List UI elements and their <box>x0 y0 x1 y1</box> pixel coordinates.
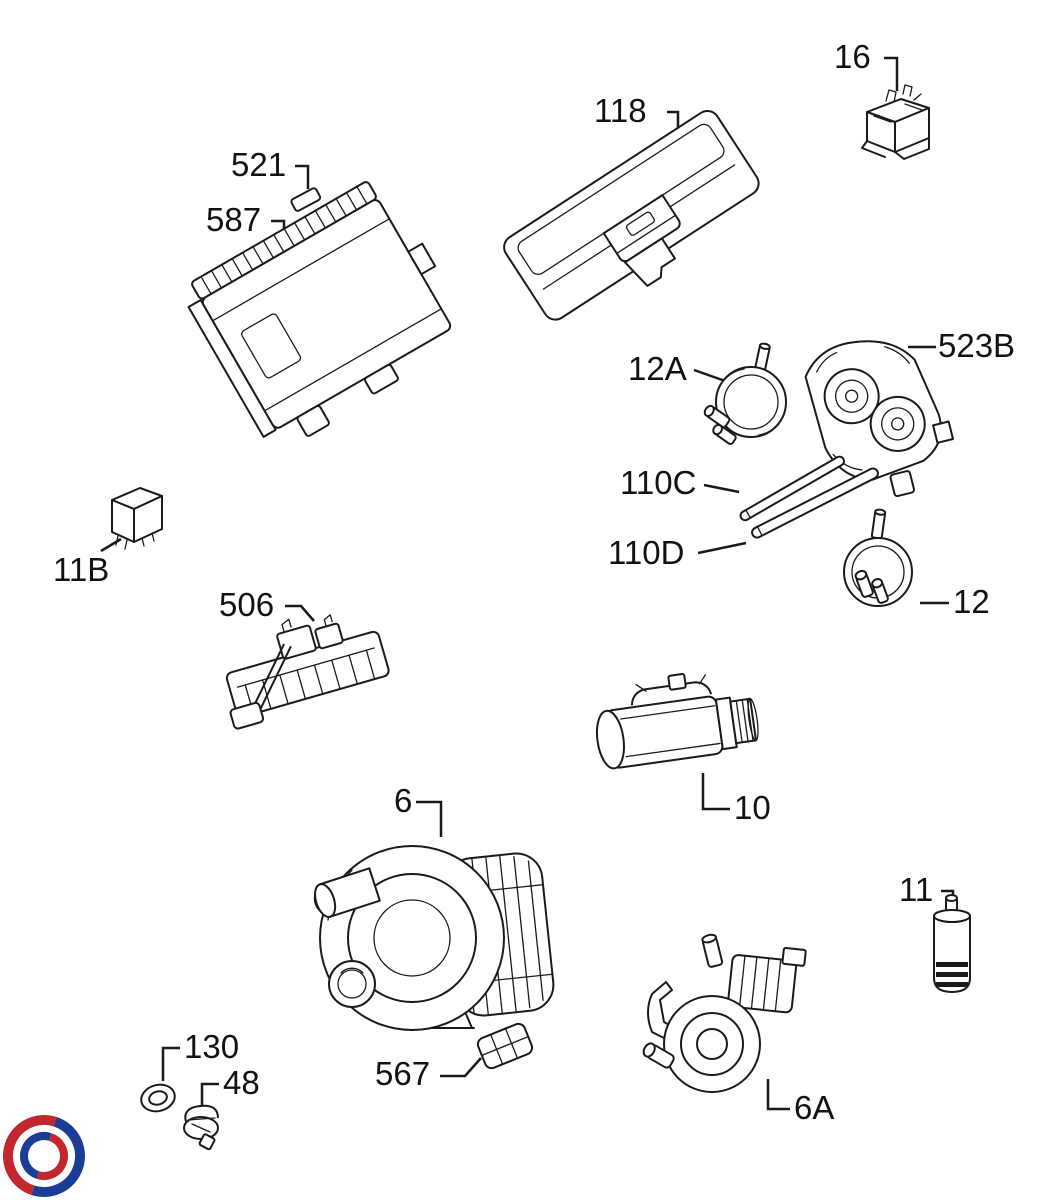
callout-line-6a <box>766 1079 790 1111</box>
part-506-drawing <box>225 614 390 730</box>
part-587-drawing <box>187 181 452 438</box>
part-label-10: 10 <box>734 789 771 826</box>
part-label-6a: 6A <box>794 1089 835 1126</box>
callout-line-567 <box>440 1057 482 1078</box>
part-label-587: 587 <box>206 201 262 238</box>
part-11b-drawing <box>111 487 163 550</box>
part-label-6: 6 <box>394 782 413 819</box>
part-567-drawing <box>476 1022 534 1070</box>
part-10-drawing <box>595 673 759 770</box>
part-521-drawing <box>290 187 322 212</box>
part-label-130: 130 <box>184 1028 240 1065</box>
part-11-drawing <box>933 894 971 993</box>
part-label-12: 12 <box>953 583 990 620</box>
part-label-118: 118 <box>594 92 647 129</box>
part-label-11b: 11B <box>53 551 110 588</box>
part-523b-drawing <box>804 340 954 498</box>
part-12a-drawing <box>703 342 787 445</box>
part-118-drawing <box>503 110 760 321</box>
part-110c-drawing <box>739 455 845 522</box>
callout-line-110d <box>697 541 747 555</box>
part-label-567: 567 <box>375 1055 431 1092</box>
part-label-11: 11 <box>899 871 934 908</box>
callout-line-10 <box>701 773 730 811</box>
part-label-506: 506 <box>219 586 275 623</box>
part-label-110c: 110C <box>620 464 697 501</box>
callout-line-521 <box>295 164 310 189</box>
part-6-drawing <box>313 845 555 1031</box>
part-48-drawing <box>183 1104 219 1151</box>
part-label-48: 48 <box>223 1064 260 1101</box>
callout-line-110c <box>703 483 740 494</box>
callout-line-6 <box>416 800 443 837</box>
callout-line-16 <box>884 56 899 91</box>
part-label-12a: 12A <box>628 350 687 387</box>
part-label-523b: 523B <box>938 327 1016 364</box>
part-label-521: 521 <box>231 146 287 183</box>
part-label-110d: 110D <box>608 534 685 571</box>
part-16-drawing <box>861 84 930 160</box>
part-110d-drawing <box>751 467 879 539</box>
part-label-16: 16 <box>834 38 871 75</box>
callout-line-130 <box>161 1046 180 1081</box>
callout-line-506 <box>285 604 315 622</box>
part-130-drawing <box>140 1083 176 1113</box>
callout-line-11b <box>100 537 122 553</box>
brand-logo <box>3 1115 85 1197</box>
part-6a-drawing <box>642 933 807 1093</box>
callout-line-48 <box>200 1082 219 1107</box>
part-12-drawing <box>843 508 913 607</box>
